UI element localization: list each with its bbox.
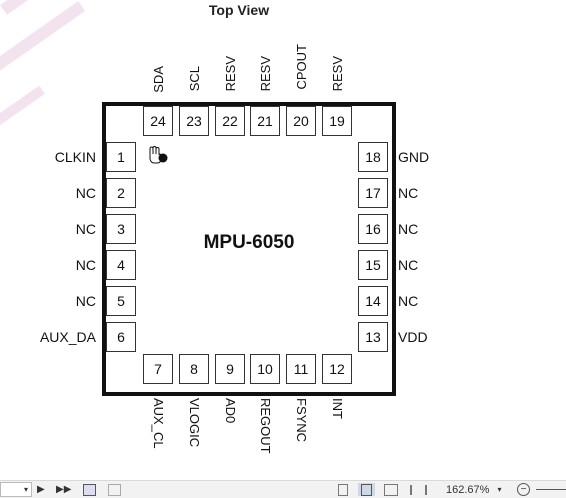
pin-6: 6 (106, 322, 136, 352)
pin-label-nc: NC (75, 257, 96, 273)
pin-label-nc: NC (75, 221, 96, 237)
pin-22: 22 (215, 106, 245, 136)
copy-icon (83, 483, 96, 496)
pin-17: 17 (358, 178, 388, 208)
pin-label-aux-cl: AUX_CL (151, 398, 166, 449)
continuous-page-button[interactable] (358, 483, 375, 496)
pin-11: 11 (286, 354, 316, 384)
pin-21: 21 (250, 106, 280, 136)
pin-14: 14 (358, 286, 388, 316)
pin-12: 12 (322, 354, 352, 384)
pin-label-resv: RESV (258, 56, 273, 92)
pin-1: 1 (106, 142, 136, 172)
pin-18: 18 (358, 142, 388, 172)
pin-label-nc: NC (398, 185, 419, 201)
play-next-icon: ▶▶ (56, 484, 72, 495)
pin-label-aux-da: AUX_DA (39, 329, 96, 345)
chip-name: MPU-6050 (203, 232, 295, 253)
single-page-icon (338, 483, 348, 496)
chip-body (102, 102, 396, 396)
pin-label-regout: REGOUT (258, 398, 273, 454)
pin-label-sda: SDA (151, 66, 166, 93)
pin-2: 2 (106, 178, 136, 208)
columns-icon (410, 484, 427, 495)
pin-4: 4 (106, 250, 136, 280)
pin-23: 23 (179, 106, 209, 136)
pin-label-resv: RESV (330, 56, 345, 92)
play-button[interactable]: ▶ (37, 483, 45, 496)
zoom-slider-track (536, 489, 566, 490)
copy-disabled-icon (108, 483, 121, 496)
pin-label-scl: SCL (187, 66, 202, 92)
pin-3: 3 (106, 214, 136, 244)
zoom-value: 162.67% (446, 483, 490, 496)
pin-label-cpout: CPOUT (294, 44, 309, 90)
continuous-page-icon (361, 483, 372, 496)
zoom-out-icon: − (517, 483, 530, 496)
pin-label-nc: NC (75, 293, 96, 309)
pin-label-vlogic: VLOGIC (187, 398, 202, 448)
zoom-out-button[interactable]: − (517, 483, 530, 496)
pin-label-nc: NC (398, 257, 419, 273)
watermark-stripe (0, 85, 45, 129)
pin-label-int: INT (330, 398, 345, 419)
pin-19: 19 (322, 106, 352, 136)
pin-5: 5 (106, 286, 136, 316)
pin-label-clkin: CLKIN (54, 149, 96, 165)
two-page-icon (384, 483, 398, 496)
hand-cursor-icon (149, 145, 168, 164)
play-next-button[interactable]: ▶▶ (56, 483, 71, 496)
pin-label-resv: RESV (223, 56, 238, 92)
viewer-statusbar: ▾ ▶ ▶▶ 162.67% ▾ − (0, 480, 566, 498)
pin-label-ad0: AD0 (223, 398, 238, 424)
page-dropdown[interactable]: ▾ (0, 482, 32, 497)
pin-15: 15 (358, 250, 388, 280)
zoom-slider[interactable] (536, 483, 566, 496)
pin-label-gnd: GND (398, 149, 430, 165)
single-page-button[interactable] (338, 483, 348, 496)
pin-label-nc: NC (398, 293, 419, 309)
copy-button[interactable] (83, 483, 96, 496)
pin-24: 24 (143, 106, 173, 136)
two-page-button[interactable] (384, 483, 398, 496)
pin-label-fsync: FSYNC (294, 398, 309, 443)
pin-label-nc: NC (398, 221, 419, 237)
zoom-level[interactable]: 162.67% ▾ (446, 483, 501, 496)
pin-20: 20 (286, 106, 316, 136)
pin-8: 8 (179, 354, 209, 384)
pin-13: 13 (358, 322, 388, 352)
pin-label-vdd: VDD (398, 329, 428, 345)
pin-10: 10 (250, 354, 280, 384)
pin-9: 9 (215, 354, 245, 384)
play-icon: ▶ (37, 484, 45, 495)
pin-label-nc: NC (75, 185, 96, 201)
pin-7: 7 (143, 354, 173, 384)
columns-button[interactable] (410, 483, 427, 496)
pin-16: 16 (358, 214, 388, 244)
zoom-dropdown-icon: ▾ (497, 485, 502, 494)
diagram-title: Top View (208, 2, 270, 18)
dropdown-icon: ▾ (23, 485, 28, 494)
copy-disabled-button[interactable] (108, 483, 121, 496)
